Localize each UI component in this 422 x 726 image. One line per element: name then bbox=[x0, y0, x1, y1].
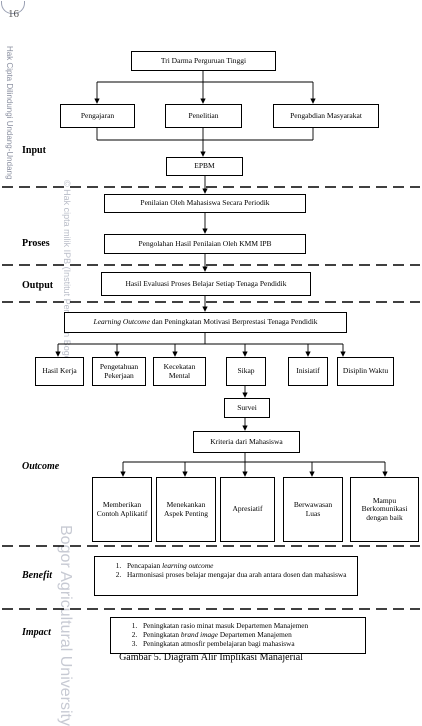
benefit-item: Harmonisasi proses belajar mengajar dua … bbox=[123, 570, 351, 579]
benefit-list-box: Pencapaian learning outcome Harmonisasi … bbox=[94, 556, 358, 596]
box-mampu: Mampu Berkomunikasi dengan baik bbox=[350, 477, 419, 542]
learning-outcome-rest: dan Peningkatan Motivasi Berprestasi Ten… bbox=[149, 317, 318, 327]
box-inisiatif: Inisiatif bbox=[288, 357, 328, 386]
box-berwawasan: Berwawasan Luas bbox=[283, 477, 343, 542]
box-hasil-kerja: Hasil Kerja bbox=[35, 357, 84, 386]
learning-outcome-term: Learning Outcome bbox=[93, 317, 150, 327]
box-epbm: EPBM bbox=[166, 157, 243, 176]
box-penilaian: Penilaian Oleh Mahasiswa Secara Periodik bbox=[104, 194, 306, 213]
box-pengetahuan: Pengetahuan Pekerjaan bbox=[92, 357, 146, 386]
box-penelitian: Penelitian bbox=[165, 104, 242, 128]
stage-benefit: Benefit bbox=[22, 570, 52, 581]
box-memberikan: Memberikan Contoh Aplikatif bbox=[92, 477, 152, 542]
page-number: 16 bbox=[8, 8, 19, 20]
box-disiplin: Disiplin Waktu bbox=[337, 357, 394, 386]
box-pengolahan: Pengolahan Hasil Penilaian Oleh KMM IPB bbox=[104, 234, 306, 254]
benefit-list: Pencapaian learning outcome Harmonisasi … bbox=[101, 561, 351, 579]
impact-item: Peningkatan atmosfir pembelajaran bagi m… bbox=[139, 639, 359, 648]
box-sikap: Sikap bbox=[226, 357, 266, 386]
stage-outcome: Outcome bbox=[22, 461, 60, 472]
box-learning-outcome: Learning Outcome dan Peningkatan Motivas… bbox=[64, 312, 347, 333]
box-kecekatan: Kecekatan Mental bbox=[153, 357, 206, 386]
stage-output: Output bbox=[22, 280, 54, 291]
impact-item: Peningkatan brand image Departemen Manaj… bbox=[139, 630, 359, 639]
impact-list-box: Peningkatan rasio minat masuk Departemen… bbox=[110, 617, 366, 654]
box-survei: Survei bbox=[224, 398, 270, 418]
stage-proses: Proses bbox=[22, 238, 50, 249]
stage-impact: Impact bbox=[22, 627, 51, 638]
box-pengajaran: Pengajaran bbox=[60, 104, 135, 128]
box-menekankan: Menekankan Aspek Penting bbox=[156, 477, 216, 542]
box-tri-darma: Tri Darma Perguruan Tinggi bbox=[131, 51, 276, 71]
box-kriteria: Kriteria dari Mahasiswa bbox=[193, 431, 300, 453]
box-hasil-evaluasi: Hasil Evaluasi Proses Belajar Setiap Ten… bbox=[101, 272, 311, 296]
benefit-item: Pencapaian learning outcome bbox=[123, 561, 351, 570]
box-apresiatif: Apresiatif bbox=[220, 477, 275, 542]
figure-caption: Gambar 5. Diagram Alir Implikasi Manajer… bbox=[119, 652, 303, 663]
impact-item: Peningkatan rasio minat masuk Departemen… bbox=[139, 621, 359, 630]
stage-input: Input bbox=[22, 145, 46, 156]
box-pengabdian: Pengabdian Masyarakat bbox=[273, 104, 379, 128]
impact-list: Peningkatan rasio minat masuk Departemen… bbox=[117, 621, 359, 648]
